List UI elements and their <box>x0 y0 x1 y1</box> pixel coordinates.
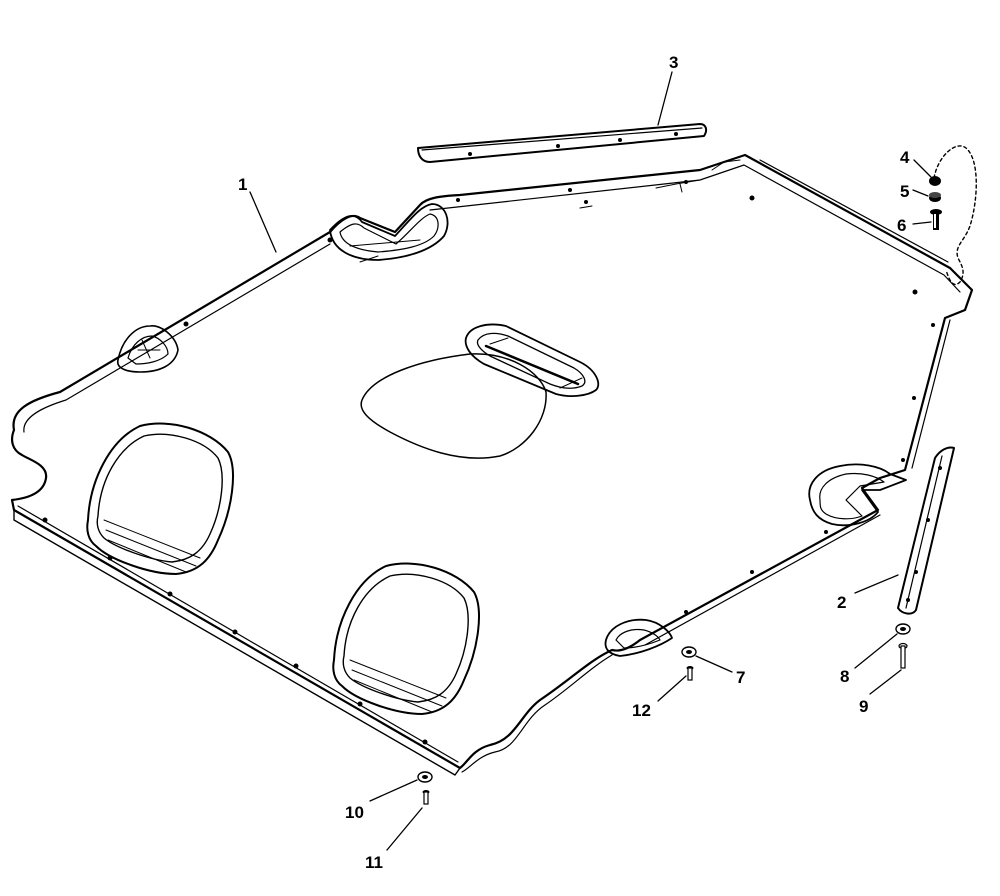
leader-5 <box>912 189 929 197</box>
screw-9 <box>898 642 908 669</box>
leader-12 <box>657 675 687 702</box>
callout-labels: 1 2 3 4 5 6 7 8 9 10 11 12 <box>238 53 910 872</box>
washer-7 <box>681 646 697 658</box>
hardware-group-loop <box>933 145 977 286</box>
callout-7: 7 <box>736 668 745 687</box>
leader-11 <box>386 807 423 851</box>
screw-12 <box>686 666 694 681</box>
leader-10 <box>369 779 418 802</box>
coat-hook-recess <box>116 325 179 373</box>
nut-4 <box>929 176 941 186</box>
callout-4: 4 <box>900 148 910 167</box>
leader-3 <box>657 71 673 126</box>
sunshade-recess-center <box>332 562 480 715</box>
headliner-panel <box>10 153 974 776</box>
leader-lines <box>249 71 932 851</box>
washer-10 <box>417 771 433 783</box>
rear-trim-strip <box>417 123 708 163</box>
washer-5 <box>929 192 941 202</box>
insulation-pad-outline <box>360 353 547 459</box>
bolt-6 <box>930 209 942 230</box>
leader-7 <box>695 655 733 673</box>
callout-2: 2 <box>837 593 846 612</box>
side-trim-strip <box>897 446 955 615</box>
callout-6: 6 <box>897 216 906 235</box>
callout-8: 8 <box>840 667 849 686</box>
callout-3: 3 <box>669 53 678 72</box>
leader-8 <box>854 633 898 669</box>
sunshade-recess-left <box>86 422 234 575</box>
callout-9: 9 <box>859 697 868 716</box>
washer-8 <box>895 623 911 635</box>
callout-11: 11 <box>365 853 383 872</box>
rear-grab-recess <box>604 618 673 657</box>
grab-handle-recess-left <box>329 203 449 263</box>
leader-1 <box>249 191 277 253</box>
leader-2 <box>854 574 899 594</box>
dome-lamp-opening <box>464 323 600 397</box>
grab-handle-recess-right <box>808 463 907 527</box>
screw-11 <box>422 790 430 805</box>
callout-12: 12 <box>632 701 651 720</box>
leader-6 <box>912 221 932 225</box>
callout-5: 5 <box>900 182 909 201</box>
leader-9 <box>869 669 902 695</box>
leader-4 <box>913 159 932 178</box>
callout-1: 1 <box>238 175 247 194</box>
callout-10: 10 <box>345 803 364 822</box>
